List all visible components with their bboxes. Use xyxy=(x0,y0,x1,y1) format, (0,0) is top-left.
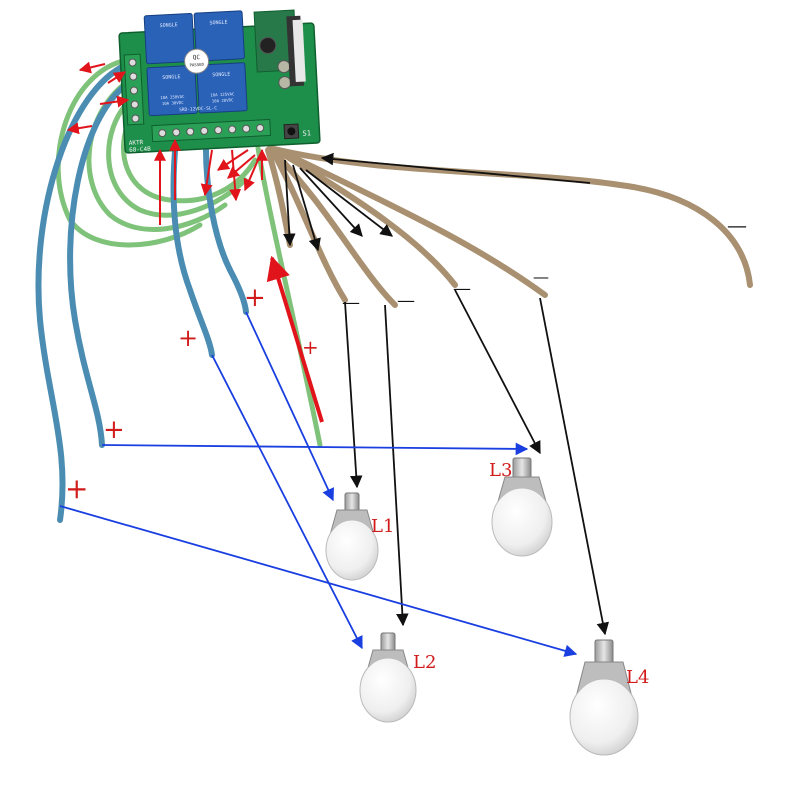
blue-arrow-l4 xyxy=(59,505,578,657)
black-arrow-l3 xyxy=(454,289,541,455)
plus-label-5: + xyxy=(65,472,88,505)
black-arrow-tap-b xyxy=(292,164,321,252)
qc-sticker xyxy=(184,48,210,74)
lamp-l4 xyxy=(569,639,639,756)
relay-rating-3: 10A 30VDC xyxy=(162,100,184,106)
s1-label: S1 xyxy=(302,129,311,137)
polarity-labels: + + + + + — — — — — xyxy=(65,213,747,505)
red-arrow-10 xyxy=(227,154,256,179)
lamp-label-l3: L3 xyxy=(489,460,512,481)
relay-2 xyxy=(193,10,245,62)
brown-wire-l2 xyxy=(271,149,398,308)
red-arrow-7 xyxy=(200,149,213,197)
relay-rating-4: 10A 28VDC xyxy=(212,97,234,103)
relay-1 xyxy=(143,12,195,65)
green-wire-4 xyxy=(121,117,258,204)
lamp-label-l1: L1 xyxy=(371,516,394,537)
blue-arrows xyxy=(59,311,578,657)
qc-sticker-line2: PASSED xyxy=(189,62,204,68)
black-arrows xyxy=(283,152,610,636)
black-arrow-tap-a xyxy=(283,159,296,247)
red-arrow-4 xyxy=(66,122,93,135)
relay-model: SRD-12VDC-SL-C xyxy=(179,105,217,113)
plus-label-4: + xyxy=(103,415,125,445)
relay-rating-2: 10A 125VAC xyxy=(210,91,235,97)
brown-wire-l3 xyxy=(273,147,458,288)
black-arrow-main xyxy=(320,152,591,184)
relay-3 xyxy=(146,64,198,117)
brown-wire-l4 xyxy=(275,147,548,298)
lamp-l3 xyxy=(491,457,553,557)
blue-arrow-l2 xyxy=(211,354,363,650)
red-arrow-9 xyxy=(217,149,249,171)
blue-wire-l2 xyxy=(170,137,215,358)
board-model-line2: 68-C4B xyxy=(129,146,151,154)
lamp-l1 xyxy=(325,492,379,581)
brown-wire-l1 xyxy=(269,147,348,303)
lamp-l2 xyxy=(359,632,417,723)
lamp-label-l4: L4 xyxy=(626,667,649,688)
plus-label-3: + xyxy=(302,335,319,359)
lamp-label-l2: L2 xyxy=(413,652,436,673)
red-arrow-2 xyxy=(107,71,127,84)
black-arrow-tap-c xyxy=(299,167,363,237)
black-arrow-l1 xyxy=(344,301,363,489)
red-arrow-3 xyxy=(99,95,130,108)
blue-wire-l4 xyxy=(35,62,129,523)
blue-wire-l3 xyxy=(67,82,129,448)
relay-brand-2: SONGLE xyxy=(209,20,227,27)
qc-sticker-line1: QC xyxy=(193,54,201,61)
red-flow-arrows xyxy=(66,61,268,225)
minus-label-l2: — xyxy=(397,290,415,311)
minus-label-l1: — xyxy=(342,292,360,313)
plus-label-2: + xyxy=(178,324,198,352)
blue-arrow-l3 xyxy=(101,442,529,456)
relay-board: SONGLE SONGLE SONGLE SONGLE 10A 250VAC 1… xyxy=(118,9,321,154)
black-arrow-l4 xyxy=(539,297,610,636)
relay-brand-3: SONGLE xyxy=(162,74,180,81)
board-model-line1: AKTR xyxy=(129,139,144,147)
green-wire-3 xyxy=(106,97,248,218)
red-arrow-main-feed xyxy=(266,255,324,423)
relay-brand-1: SONGLE xyxy=(159,22,177,29)
relay-4 xyxy=(196,62,248,114)
terminal-block-bottom xyxy=(151,118,272,143)
blue-arrow-l1 xyxy=(245,311,334,502)
red-arrow-1 xyxy=(78,61,106,74)
black-arrow-l2 xyxy=(384,304,409,627)
relay-brand-4: SONGLE xyxy=(212,71,230,78)
minus-label-l4: — xyxy=(533,267,549,286)
capacitor xyxy=(259,36,277,54)
brown-wire-main xyxy=(267,145,753,288)
minus-label-main: — xyxy=(727,213,747,237)
red-arrow-11 xyxy=(243,159,259,192)
plus-label-1: + xyxy=(244,283,266,313)
minus-label-l3: — xyxy=(453,278,471,299)
black-arrow-tap-d xyxy=(305,169,393,237)
brown-wires xyxy=(265,145,753,308)
relay-rating-1: 10A 250VAC xyxy=(160,94,185,100)
